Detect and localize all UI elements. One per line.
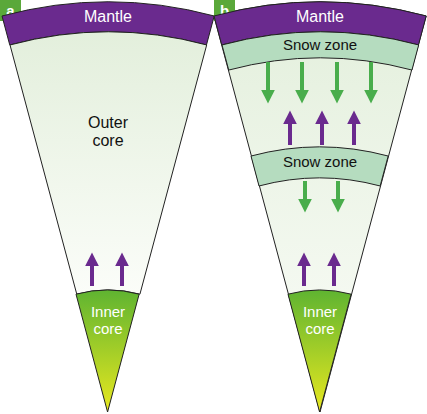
down-arrow xyxy=(300,62,304,98)
band-outline xyxy=(10,32,207,294)
band-shape xyxy=(288,290,351,412)
region-label: Snow zone xyxy=(270,154,370,171)
region-label: Outer core xyxy=(80,114,136,149)
region-label: Inner core xyxy=(82,304,134,337)
up-arrow xyxy=(120,258,124,286)
snow-zone-band: Snow zone xyxy=(222,32,419,70)
band-shape xyxy=(222,32,419,70)
band-shape xyxy=(76,290,139,412)
up-arrow xyxy=(332,258,336,286)
up-arrow xyxy=(352,116,356,145)
up-arrow xyxy=(302,258,306,286)
region-label: Mantle xyxy=(275,8,365,26)
up-arrow xyxy=(90,258,94,286)
outer-core-region: Outer core xyxy=(10,32,207,294)
snowfall-arrows xyxy=(268,62,371,207)
region-label: Snow zone xyxy=(270,37,370,54)
down-arrow xyxy=(369,62,373,98)
down-arrow xyxy=(335,62,339,98)
upflow-arrows xyxy=(92,116,354,286)
core-wedge xyxy=(214,2,426,412)
up-arrow xyxy=(288,116,292,145)
band-shape xyxy=(10,32,207,294)
down-arrow xyxy=(303,181,307,207)
snow-zone-band: Snow zone xyxy=(251,147,388,186)
inner-core: Inner core xyxy=(288,290,351,412)
down-arrow xyxy=(336,181,340,207)
region-label: Mantle xyxy=(63,8,153,26)
region-label: Inner core xyxy=(294,304,346,337)
up-arrow xyxy=(320,116,324,145)
inner-core: Inner core xyxy=(76,290,139,412)
band-shape xyxy=(251,147,388,186)
down-arrow xyxy=(266,62,270,98)
